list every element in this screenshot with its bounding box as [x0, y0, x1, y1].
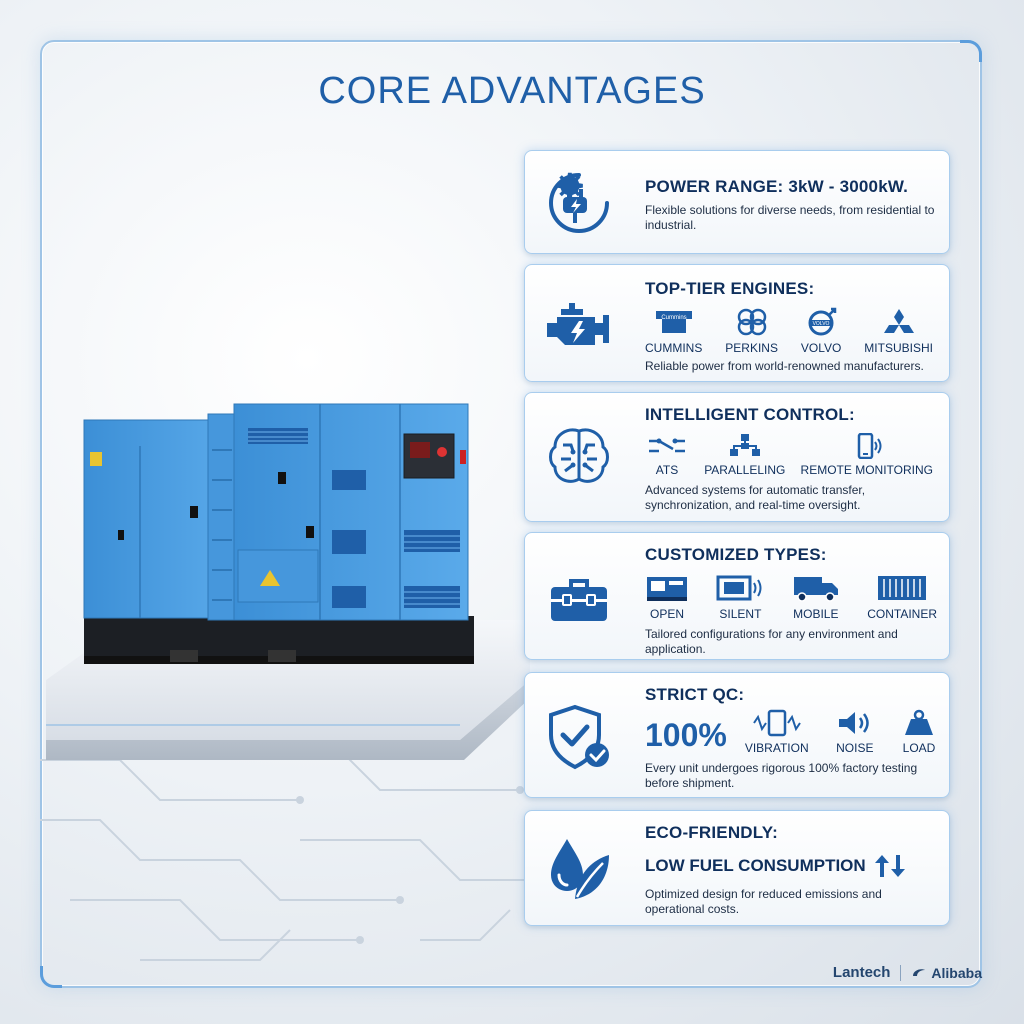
network-icon: [729, 434, 760, 456]
card-strict-qc: STRICT QC: 100% VIBRATION: [524, 672, 950, 798]
up-down-arrows-icon: [874, 855, 905, 877]
low-fuel-row: LOW FUEL CONSUMPTION: [645, 853, 937, 879]
card-description: Every unit undergoes rigorous 100% facto…: [645, 761, 918, 790]
qc-vibration: VIBRATION: [745, 709, 809, 755]
partner-logo: Alibaba: [911, 965, 982, 981]
control-remote-monitoring: REMOTE MONITORING: [801, 433, 933, 477]
outer-frame: [40, 40, 982, 988]
truck-icon: [793, 577, 838, 602]
container-icon: [878, 576, 927, 600]
drop-leaf-icon: [551, 839, 609, 899]
generator-image: [46, 403, 530, 760]
item-label: REMOTE MONITORING: [800, 463, 933, 477]
perkins-logo-icon: [737, 308, 766, 336]
qc-noise: NOISE: [835, 709, 875, 755]
item-label: LOAD: [902, 741, 936, 755]
card-title: STRICT QC:: [645, 685, 745, 704]
toolbox-icon: [551, 579, 607, 621]
card-intelligent-control: INTELLIGENT CONTROL: ATS: [524, 392, 950, 522]
card-description: Optimized design for reduced emissions a…: [645, 887, 882, 916]
weight-icon: [904, 709, 933, 735]
control-ats: ATS: [645, 433, 689, 477]
mitsubishi-logo-icon: [883, 309, 914, 333]
transfer-switch-icon: [649, 438, 685, 453]
speaker-icon: [838, 712, 869, 734]
engine-icon: [547, 303, 609, 345]
item-label: SILENT: [719, 607, 762, 621]
brand-name: Lantech: [832, 964, 891, 981]
card-title: TOP-TIER ENGINES:: [645, 279, 815, 298]
card-description: Reliable power from world-renowned manuf…: [645, 359, 924, 373]
item-label: CONTAINER: [867, 607, 937, 621]
type-mobile: MOBILE: [792, 573, 840, 621]
item-label: PARALLELING: [704, 463, 786, 477]
engine-mitsubishi: MITSUBISHI: [864, 307, 933, 355]
brain-circuit-icon: [549, 428, 609, 483]
qc-percent: 100%: [645, 717, 727, 753]
item-label: VIBRATION: [744, 741, 809, 755]
item-label: ATS: [655, 463, 679, 477]
card-engines: TOP-TIER ENGINES: Cummins CUMMINS PERKIN…: [524, 264, 950, 382]
cummins-logo-text: Cummins: [661, 315, 686, 321]
phone-signal-icon: [857, 433, 882, 459]
alibaba-logo-icon: [913, 968, 926, 976]
card-customized-types: CUSTOMIZED TYPES: OPEN SILENT: [524, 532, 950, 660]
engine-volvo: VOLVO VOLVO: [801, 307, 841, 355]
footer-divider: [900, 964, 902, 981]
type-container: CONTAINER: [867, 573, 937, 621]
qc-load: LOAD: [901, 709, 937, 755]
silent-generator-icon: [716, 575, 762, 601]
card-title: POWER RANGE: 3kW - 3000kW.: [645, 177, 909, 196]
shield-check-icon: [549, 704, 609, 770]
engine-cummins: Cummins CUMMINS: [645, 307, 702, 355]
footer-branding: Lantech Alibaba: [833, 964, 982, 981]
partner-name: Alibaba: [931, 964, 982, 981]
engine-perkins: PERKINS: [725, 307, 778, 355]
card-title: INTELLIGENT CONTROL:: [645, 405, 855, 424]
card-eco-friendly: ECO-FRIENDLY: LOW FUEL CONSUMPTION Optim…: [524, 810, 950, 926]
page-title: CORE ADVANTAGES: [318, 70, 706, 112]
card-description: Flexible solutions for diverse needs, fr…: [645, 203, 935, 232]
low-fuel-label: LOW FUEL CONSUMPTION: [645, 856, 866, 875]
item-label: CUMMINS: [645, 341, 703, 355]
item-label: OPEN: [649, 607, 684, 621]
vibration-icon: [752, 709, 801, 737]
type-open: OPEN: [645, 573, 689, 621]
item-label: NOISE: [836, 741, 874, 755]
frame-corner-bottom-left: [40, 966, 62, 988]
card-description: Tailored configurations for any environm…: [645, 627, 898, 656]
item-label: PERKINS: [725, 341, 778, 355]
card-title: ECO-FRIENDLY:: [645, 823, 778, 842]
type-silent: SILENT: [716, 573, 764, 621]
volvo-logo-icon: VOLVO: [808, 307, 837, 336]
volvo-logo-text: VOLVO: [813, 321, 830, 327]
item-label: VOLVO: [800, 341, 842, 355]
item-label: MITSUBISHI: [864, 341, 933, 355]
card-description: Advanced systems for automatic transfer,…: [645, 483, 866, 512]
plug-gear-icon: [549, 172, 609, 233]
cummins-logo-icon: Cummins: [655, 311, 692, 333]
card-power-range: POWER RANGE: 3kW - 3000kW. Flexible solu…: [524, 150, 950, 254]
frame-corner-top-right: [960, 40, 982, 62]
open-generator-icon: [647, 577, 687, 601]
control-paralleling: PARALLELING: [704, 433, 785, 477]
item-label: MOBILE: [793, 607, 839, 621]
card-title: CUSTOMIZED TYPES:: [645, 545, 827, 564]
